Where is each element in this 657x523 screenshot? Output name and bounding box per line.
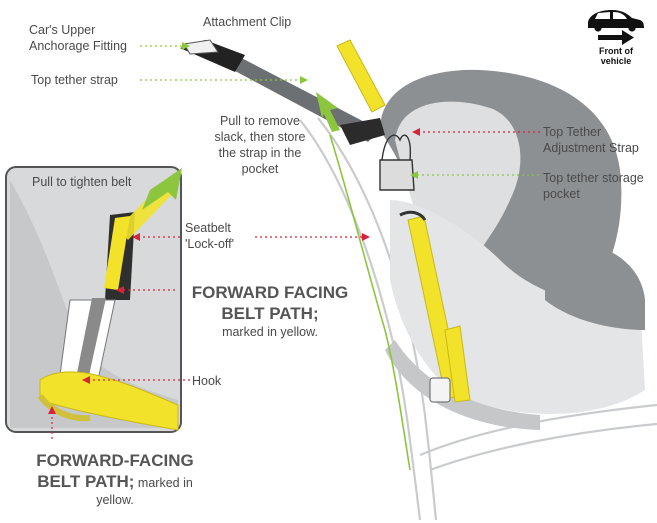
inset-panel	[5, 166, 182, 433]
storage-line2: pocket	[543, 187, 580, 201]
adjustment-line1: Top Tether	[543, 125, 602, 139]
top-tether-strap-label: Top tether strap	[31, 73, 118, 87]
pull-tighten-label: Pull to tighten belt	[32, 175, 132, 189]
pull-remove-line3: the strap in the	[218, 146, 302, 160]
hook-label: Hook	[192, 374, 222, 388]
green-arrows	[142, 92, 340, 210]
lockoff-label: Seatbelt 'Lock-off'	[185, 220, 234, 252]
attachment-clip-label: Attachment Clip	[203, 15, 292, 29]
red-leader-arrows	[48, 128, 420, 414]
storage-pocket-label: Top tether storage pocket	[543, 170, 644, 202]
lockoff-line1: Seatbelt	[185, 221, 231, 235]
ff-path-line2: BELT PATH;	[221, 304, 319, 323]
adjustment-line2: Adjustment Strap	[543, 141, 639, 155]
bottom-line2-bold: BELT PATH;	[37, 472, 135, 491]
top-tether-strap	[180, 39, 385, 145]
red-leaders	[51, 131, 540, 440]
bottom-line3: yellow.	[96, 493, 134, 507]
pull-remove-line2: slack, then store	[214, 130, 306, 144]
green-curve-line	[329, 134, 411, 471]
pull-remove-line1: Pull to remove	[220, 114, 300, 128]
green-leader-arrows	[182, 42, 418, 179]
adjustment-strap-label: Top Tether Adjustment Strap	[543, 124, 639, 156]
ff-path-label: FORWARD FACING BELT PATH; marked in yell…	[180, 282, 360, 340]
tether-storage-pocket	[379, 134, 415, 191]
child-seat	[380, 69, 645, 430]
storage-line1: Top tether storage	[543, 171, 644, 185]
front-of-vehicle-label: Front of vehicle	[591, 46, 641, 66]
pull-remove-label: Pull to remove slack, then store the str…	[200, 113, 320, 177]
ff-path-line1: FORWARD FACING	[191, 283, 349, 302]
bottom-line2-note: marked in	[134, 476, 193, 490]
upper-anchorage-line2: Anchorage Fitting	[29, 39, 127, 53]
car-icon	[588, 10, 644, 32]
front-line2: vehicle	[600, 56, 632, 66]
front-line1: Front of	[599, 46, 633, 56]
upper-anchorage-label: Car's Upper Anchorage Fitting	[29, 22, 127, 54]
lockoff-line2: 'Lock-off'	[185, 237, 235, 251]
upper-anchorage-line1: Car's Upper	[29, 23, 96, 37]
pull-remove-line4: pocket	[241, 162, 279, 176]
green-leaders	[140, 45, 540, 176]
bottom-line1: FORWARD-FACING	[36, 451, 194, 470]
arrow-right-icon	[598, 30, 634, 45]
vehicle-seatbelt	[336, 39, 386, 113]
ff-path-note: marked in yellow.	[222, 325, 318, 339]
bottom-belt-path-label: FORWARD-FACING BELT PATH; marked in yell…	[0, 450, 230, 508]
